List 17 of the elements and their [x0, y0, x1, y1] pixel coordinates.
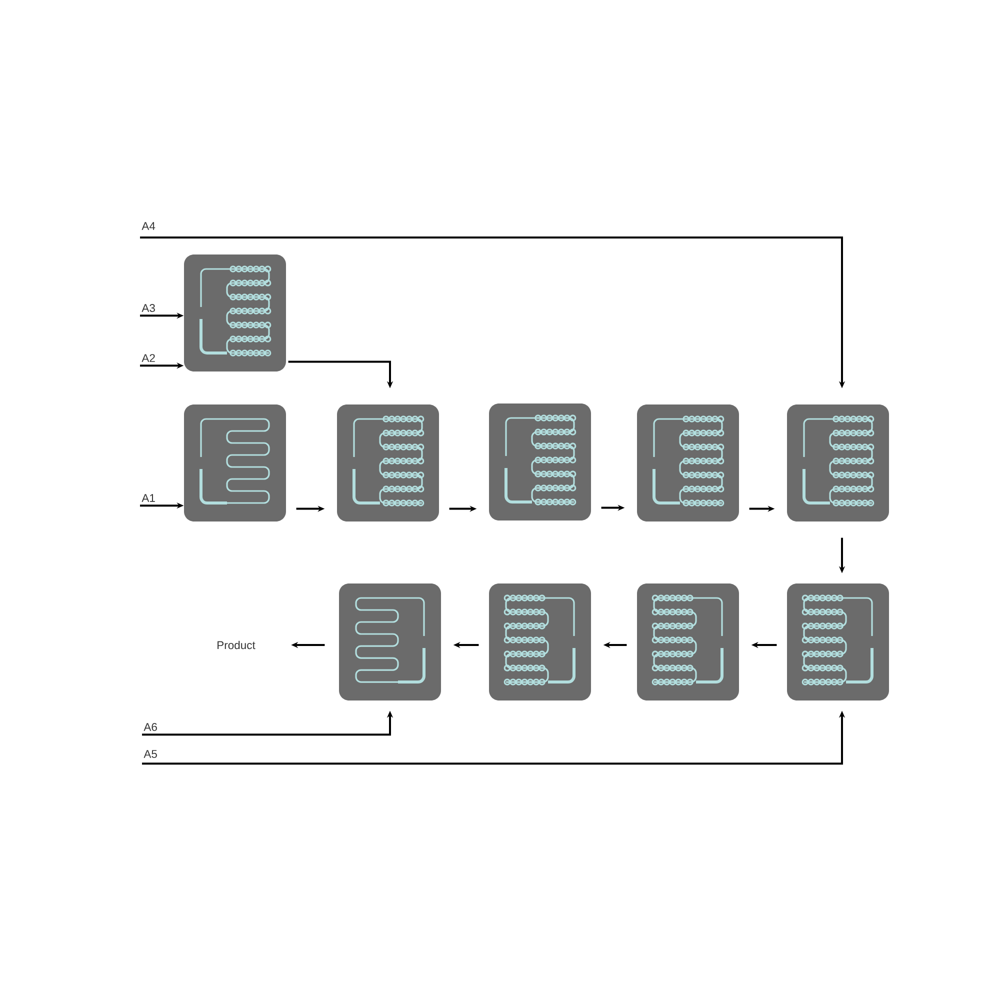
- inlet-label: A2: [142, 354, 155, 362]
- reactor-plate: [787, 584, 889, 700]
- product-label: Product: [218, 640, 256, 650]
- inlet-label: A6: [144, 723, 157, 731]
- reactor-plate: [489, 404, 591, 520]
- inlet-label: A4: [142, 222, 156, 230]
- reactor-plate: [184, 254, 286, 372]
- inlet-label: A3: [142, 304, 155, 312]
- inlet-label: A1: [142, 494, 155, 502]
- reactor-plate: [787, 404, 889, 522]
- reactor-plate: [637, 584, 739, 700]
- reactor-plate: [339, 584, 441, 700]
- reactor-plate: [184, 404, 286, 522]
- reactor-plate: [637, 404, 739, 522]
- reactor-plate: [489, 584, 591, 700]
- reactor-plate: [337, 404, 439, 522]
- inlet-label: A5: [144, 750, 157, 758]
